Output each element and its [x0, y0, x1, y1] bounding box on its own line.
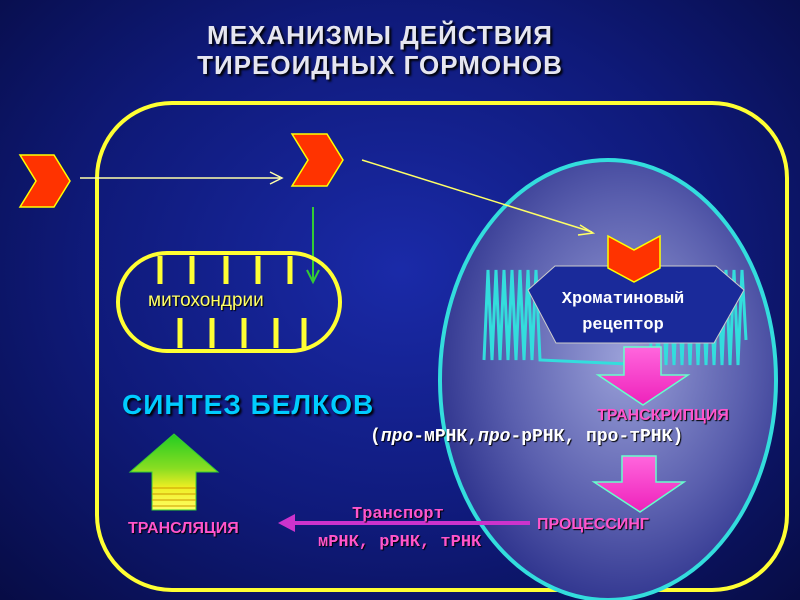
transcription-label: ТРАНСКРИПЦИЯ [597, 407, 729, 424]
transport-rna-label: мРНК, рРНК, тРНК [318, 533, 482, 552]
nucleus-entry-arrow [361, 159, 593, 233]
hormone-outside [18, 154, 71, 208]
cell-outline [95, 101, 789, 592]
pro-rna-label: (про-мРНК,про-рРНК, про-тРНК) [370, 427, 684, 447]
hormone-nucleus [607, 234, 661, 283]
translation-label: ТРАНСЛЯЦИЯ [128, 520, 239, 537]
receptor-label-line1: Хроматиновый [561, 290, 685, 309]
processing-arrow [591, 455, 687, 513]
transport-label: Транспорт [352, 505, 444, 524]
processing-label: ПРОЦЕССИНГ [537, 516, 649, 533]
translation-arrow [128, 433, 220, 511]
transcription-arrow [595, 346, 691, 406]
protein-synthesis-label: СИНТЕЗ БЕЛКОВ [122, 389, 375, 420]
mitochondria-label: митохондрии [148, 290, 264, 311]
mitochondria-cristae [157, 256, 307, 348]
hormone-cytoplasm [290, 133, 344, 187]
chromatin-receptor [527, 265, 745, 344]
title-line-2: ТИРЕОИДНЫХ ГОРМОНОВ [197, 50, 563, 80]
receptor-label: Хроматиновый рецептор [548, 287, 698, 339]
title-line-1: МЕХАНИЗМЫ ДЕЙСТВИЯ [207, 20, 553, 50]
receptor-label-line2: рецептор [582, 316, 664, 335]
mitochondria [116, 251, 342, 353]
